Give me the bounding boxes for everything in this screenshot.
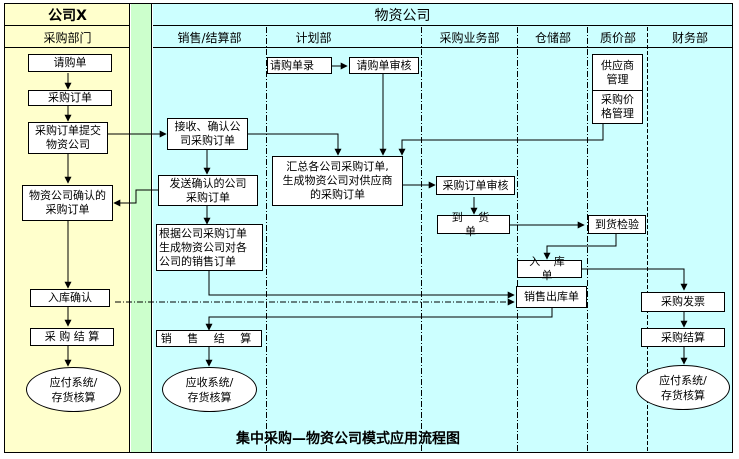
lane-header-row bbox=[153, 27, 732, 48]
lane-header-finance: 财务部 bbox=[648, 27, 732, 48]
node-confirmed-po: 物资公司确认的 采购订单 bbox=[22, 185, 113, 221]
pool-material-company-label: 物资公司 bbox=[374, 7, 431, 24]
lane-procurement-business-label: 采购业务部 bbox=[439, 31, 500, 45]
node-requisition-review: 请购单审核 bbox=[349, 57, 419, 74]
node-ar-inventory: 应收系统/ 存货核算 bbox=[162, 367, 257, 412]
lane-purchasing-dept-label: 采购部门 bbox=[43, 30, 92, 45]
node-requisition-entry: 请购单录 bbox=[267, 57, 332, 74]
node-purchase-requisition: 请购单 bbox=[28, 54, 112, 72]
node-arrival-note: 到 货 单 bbox=[437, 211, 510, 238]
node-receipt-confirm: 入库确认 bbox=[30, 289, 110, 307]
node-consolidate-po: 汇总各公司采购订单, 生成物资公司对供应商 的采购订单 bbox=[272, 156, 403, 206]
node-supplier-mgmt: 供应商 管理 bbox=[592, 54, 643, 91]
node-submit-po: 采购订单提交 物资公司 bbox=[28, 122, 108, 154]
node-purchase-settlement-x: 采 购 结 算 bbox=[30, 328, 114, 346]
lane-finance-label: 财务部 bbox=[671, 31, 708, 45]
pool-company-x-label: 公司X bbox=[48, 7, 87, 24]
pool-material-company-header: 物资公司 bbox=[153, 4, 732, 26]
separator-lane bbox=[131, 4, 152, 452]
node-generate-sales-order: 根据公司采购订单 生成物资公司对各 公司的销售订单 bbox=[156, 224, 263, 271]
node-sales-settlement: 销 售 结 算 bbox=[156, 330, 262, 347]
lane-sales-settlement-label: 销售/结算部 bbox=[177, 31, 242, 45]
node-inbound-note: 入 库 单 bbox=[517, 255, 582, 282]
node-purchase-settlement-fin: 采购结算 bbox=[641, 328, 725, 347]
node-price-mgmt: 采购价 格管理 bbox=[592, 90, 643, 124]
lane-quality-price-label: 质价部 bbox=[599, 31, 636, 45]
lane-header-procurement-business: 采购业务部 bbox=[421, 27, 518, 48]
node-po-review: 采购订单审核 bbox=[436, 176, 515, 195]
lane-header-purchasing-dept: 采购部门 bbox=[5, 27, 130, 48]
node-purchase-order: 采购订单 bbox=[28, 90, 112, 106]
node-ap-inventory-fin: 应付系统/ 存货核算 bbox=[636, 365, 730, 410]
lane-planning-label: 计划部 bbox=[295, 31, 332, 45]
node-arrival-inspection: 到货检验 bbox=[588, 215, 646, 234]
node-purchase-invoice: 采购发票 bbox=[641, 292, 725, 312]
lane-header-sales-settlement: 销售/结算部 bbox=[153, 27, 266, 48]
lane-header-warehouse: 仓储部 bbox=[518, 27, 588, 48]
node-sales-outbound-note: 销售出库单 bbox=[516, 286, 587, 308]
diagram-title: 集中采购—物资公司模式应用流程图 bbox=[236, 431, 460, 447]
lane-header-planning: 计划部 bbox=[266, 27, 421, 48]
diagram-frame bbox=[4, 3, 733, 453]
lane-header-quality-price: 质价部 bbox=[588, 27, 648, 48]
node-ap-inventory-x: 应付系统/ 存货核算 bbox=[26, 367, 121, 412]
node-send-confirmed-po: 发送确认的公司 采购订单 bbox=[158, 175, 258, 206]
pool-company-x-header: 公司X bbox=[5, 4, 130, 26]
lane-warehouse-label: 仓储部 bbox=[534, 31, 571, 45]
node-receive-confirm-po: 接收、确认公 司采购订单 bbox=[167, 118, 248, 150]
